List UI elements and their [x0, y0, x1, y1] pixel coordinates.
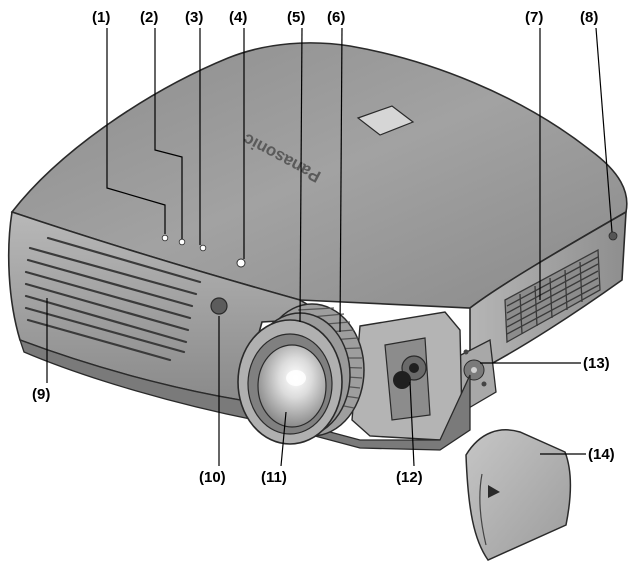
- callout-12: (12): [396, 469, 423, 486]
- lens-cover: [465, 429, 572, 561]
- callout-1: (1): [92, 9, 111, 26]
- remote-sensor: [210, 297, 228, 315]
- side-vent: [504, 248, 601, 344]
- callout-7: (7): [525, 9, 544, 26]
- callout-13: (13): [583, 355, 610, 372]
- indicator-2: [178, 238, 186, 246]
- callout-9: (9): [32, 386, 51, 403]
- indicator-8: [608, 231, 618, 241]
- callout-14: (14): [588, 446, 615, 463]
- indicator-4: [236, 258, 246, 268]
- leader-lines: [46, 27, 613, 467]
- callout-2: (2): [140, 9, 159, 26]
- indicator-3: [199, 244, 207, 252]
- callout-8: (8): [580, 9, 599, 26]
- top-window: [356, 105, 415, 136]
- lens-glass: [257, 344, 327, 428]
- callout-10: (10): [199, 469, 226, 486]
- callout-5: (5): [287, 9, 306, 26]
- indicator-1: [161, 234, 169, 242]
- callout-11: (11): [261, 469, 287, 486]
- callout-4: (4): [229, 9, 248, 26]
- callout-3: (3): [185, 9, 204, 26]
- body-bottom: [18, 338, 471, 451]
- front-vent: [24, 236, 202, 362]
- callout-6: (6): [327, 9, 346, 26]
